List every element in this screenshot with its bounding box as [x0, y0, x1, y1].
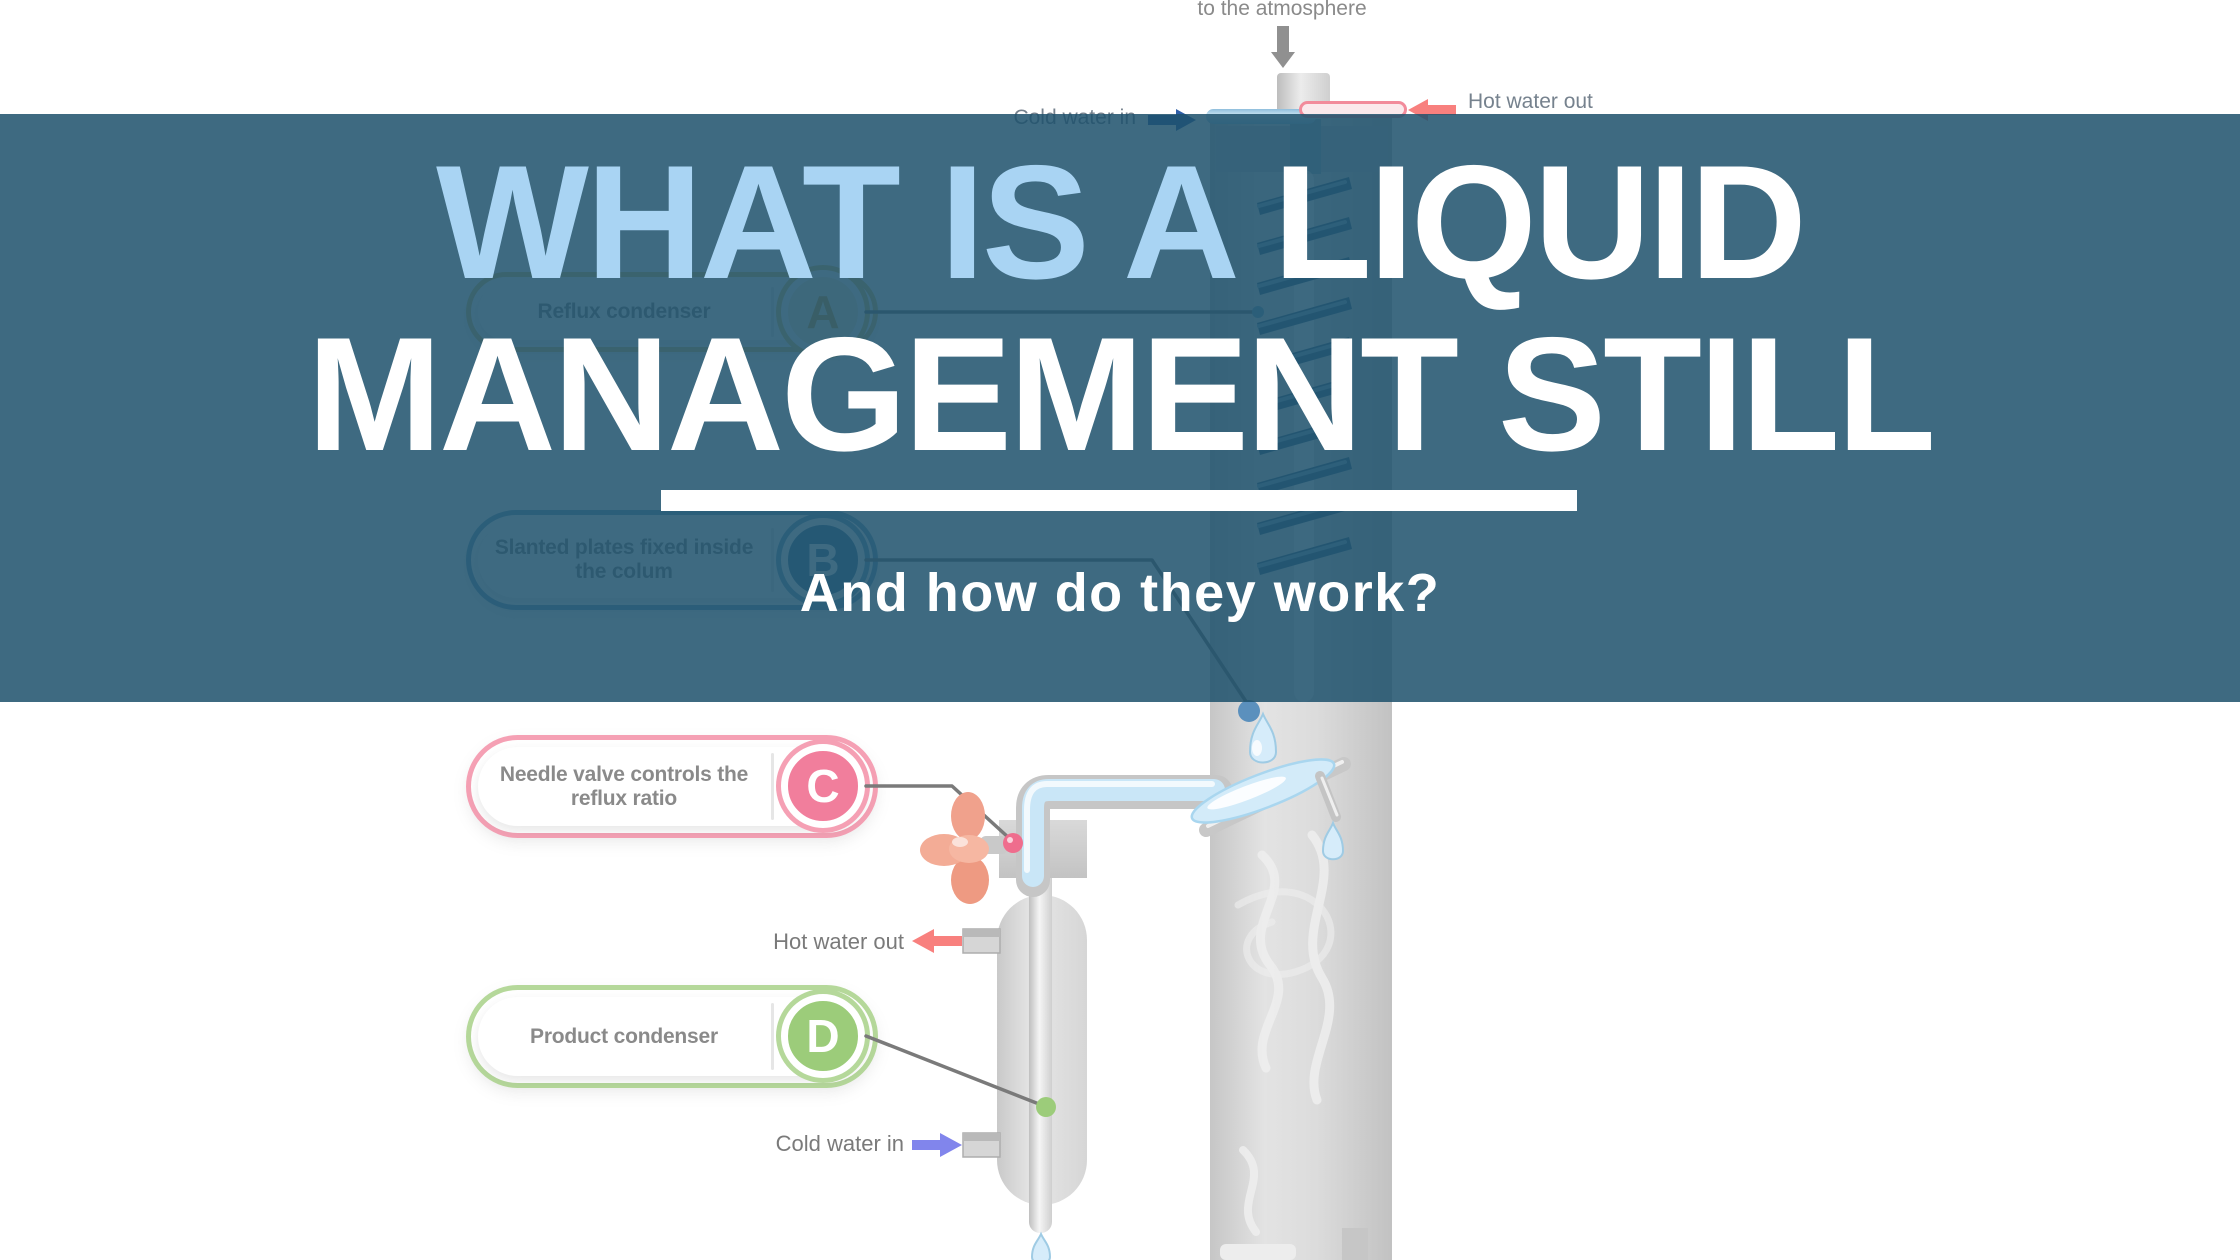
- label-hot-water-out-top: Hot water out: [1468, 90, 1593, 113]
- callout-badge-c: C: [781, 744, 865, 828]
- callout-text: Needle valve controls the reflux ratio: [493, 740, 755, 833]
- takeoff-pipe: [1016, 775, 1233, 897]
- callout-divider: [771, 753, 774, 820]
- product-outlet-pipe: [1029, 877, 1052, 1233]
- callout-text-line1: Needle valve controls the: [499, 762, 749, 786]
- label-hot-water-out-mid: Hot water out: [773, 929, 904, 954]
- point-b-dot: [1238, 700, 1260, 722]
- title-line-2: MANAGEMENT STILL: [307, 304, 1936, 485]
- title-divider-bar: [661, 490, 1577, 511]
- callout-divider: [771, 1003, 774, 1070]
- badge-letter-d: D: [806, 1010, 840, 1062]
- callout-badge-d: D: [781, 994, 865, 1078]
- vent-down-arrow-icon: [1271, 26, 1295, 68]
- steam-swirls: [1234, 830, 1335, 1236]
- callout-text: Product condenser: [493, 990, 755, 1083]
- callout-text-line2: reflux ratio: [570, 786, 678, 810]
- point-c-dot: [1003, 833, 1023, 853]
- label-to-the-atmosphere: to the atmosphere: [1197, 0, 1367, 20]
- label-cold-water-in-bottom: Cold water in: [775, 1131, 904, 1156]
- leader-d: [864, 1034, 1046, 1108]
- title-line-1: WHAT IS A LIQUID: [0, 142, 2240, 304]
- point-c-dot-highlight: [1007, 837, 1013, 843]
- column-base-port: [1342, 1228, 1368, 1260]
- condenser-stub-pipes: [962, 928, 1001, 1158]
- column-base-plate: [1220, 1244, 1296, 1260]
- needle-valve-handle-icon: [920, 792, 1008, 904]
- water-droplets: [1030, 711, 1345, 1260]
- badge-letter-c: C: [806, 760, 840, 812]
- title-banner: WHAT IS A LIQUID MANAGEMENT STILL And ho…: [0, 114, 2240, 702]
- title-highlight-text: WHAT IS A: [436, 132, 1234, 313]
- leader-c: [864, 784, 1011, 840]
- hot-water-out-mid-arrow-icon: [912, 929, 962, 953]
- subtitle: And how do they work?: [799, 563, 1441, 623]
- callout-text-line1: Product condenser: [530, 1024, 718, 1048]
- slanted-plate: [1190, 757, 1351, 837]
- point-d-dot: [1036, 1097, 1056, 1117]
- title-rest-text: LIQUID: [1230, 132, 1807, 313]
- cold-water-in-bottom-arrow-icon: [912, 1133, 962, 1157]
